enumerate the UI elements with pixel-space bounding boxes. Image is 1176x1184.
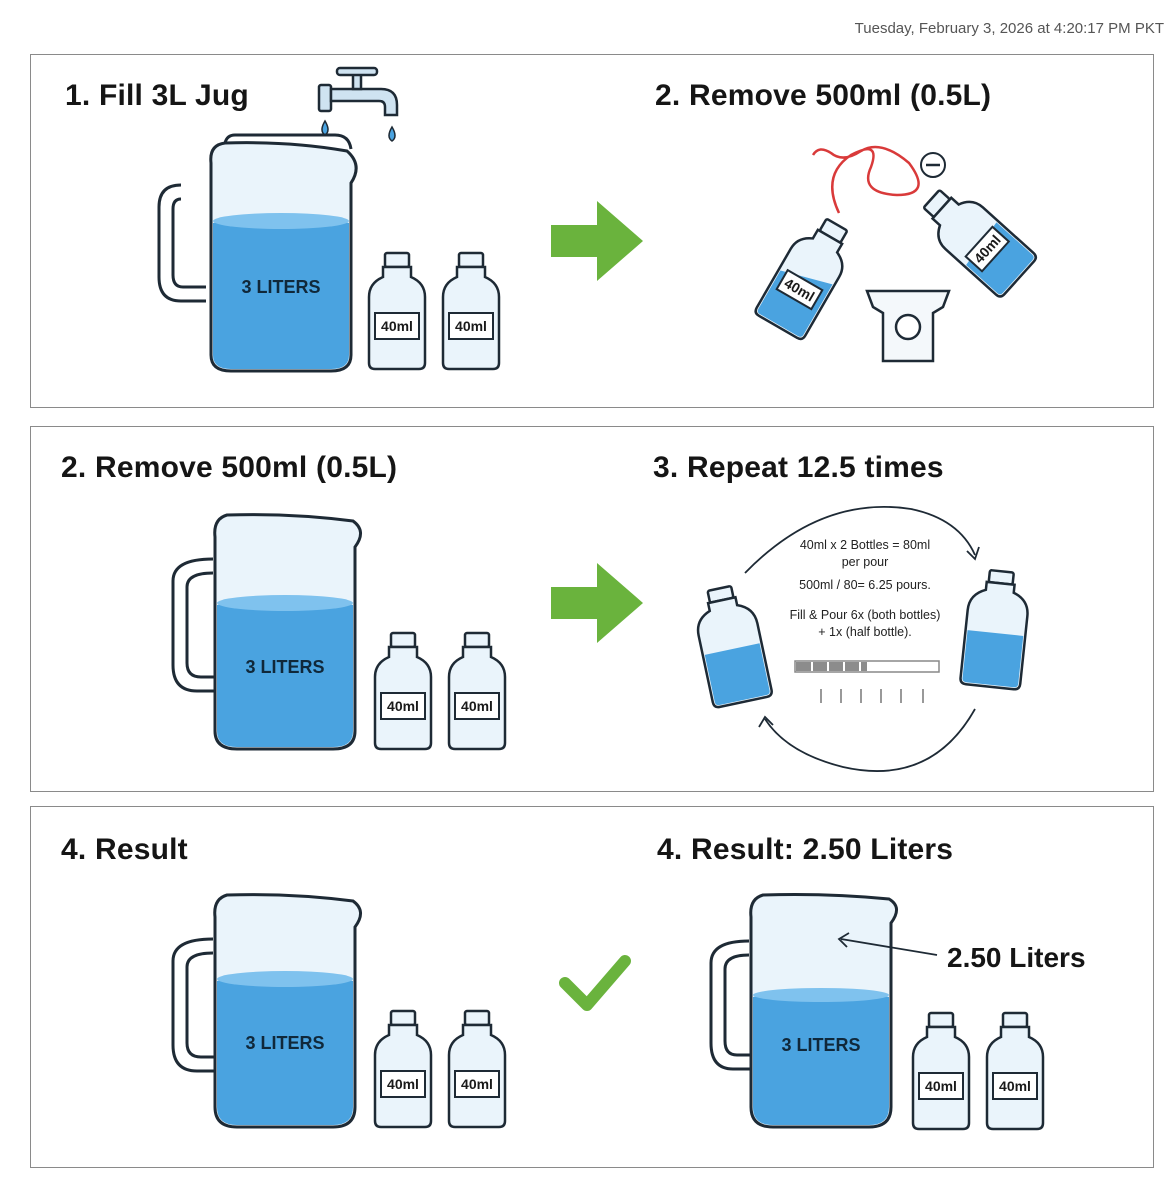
- result-callout: 2.50 Liters: [947, 942, 1086, 973]
- bottle-label: 40ml: [461, 1076, 493, 1092]
- panel-2-right-title: 3. Repeat 12.5 times: [653, 451, 944, 484]
- next-step-arrow-icon: [551, 201, 643, 281]
- panel-3-illustration: 3 LITERS 40ml 40ml 3 LITERS 2.50 L: [171, 893, 1086, 1131]
- step-panel-2: 2. Remove 500ml (0.5L) 3. Repeat 12.5 ti…: [30, 426, 1154, 792]
- bottle-label: 40ml: [925, 1078, 957, 1094]
- panel-3-left-title: 4. Result: [61, 833, 188, 866]
- panel-3-right-title: 4. Result: 2.50 Liters: [657, 833, 954, 866]
- bottle-icon: 40ml: [367, 251, 427, 371]
- cycle-note: 500ml / 80= 6.25 pours.: [799, 578, 931, 592]
- cycle-note: per pour: [842, 555, 889, 569]
- bottle-icon: 40ml: [911, 1011, 971, 1131]
- panel-1-right-title: 2. Remove 500ml (0.5L): [655, 79, 992, 112]
- next-step-arrow-icon: [551, 563, 643, 643]
- jug-label: 3 LITERS: [241, 277, 320, 297]
- cycle-note: + 1x (half bottle).: [818, 625, 911, 639]
- bottle-icon: 40ml: [441, 251, 501, 371]
- bottle-label: 40ml: [999, 1078, 1031, 1094]
- bottle-icon: [959, 569, 1029, 691]
- jug-icon: 3 LITERS: [157, 133, 358, 373]
- arrowhead-icon: [966, 546, 980, 561]
- bottle-icon: [696, 585, 773, 709]
- arrowhead-icon: [758, 715, 774, 728]
- timestamp: Tuesday, February 3, 2026 at 4:20:17 PM …: [854, 20, 1164, 37]
- jug-icon: 3 LITERS: [171, 513, 362, 751]
- panel-2-left-title: 2. Remove 500ml (0.5L): [61, 451, 398, 484]
- funnel-icon: [865, 289, 951, 363]
- bottle-icon: 40ml: [373, 631, 433, 751]
- pour-path-line: [811, 145, 920, 214]
- callout-arrow: [840, 938, 938, 956]
- panel-1-left-title: 1. Fill 3L Jug: [65, 79, 249, 112]
- jug-label: 3 LITERS: [781, 1035, 860, 1055]
- jug-label: 3 LITERS: [245, 1033, 324, 1053]
- bottle-icon: 40ml: [923, 189, 1038, 298]
- jug-icon: 3 LITERS: [171, 893, 362, 1129]
- cycle-arrow-top: [744, 505, 976, 574]
- step-panel-1: 1. Fill 3L Jug 2. Remove 500ml (0.5L) 3 …: [30, 54, 1154, 408]
- bottle-label: 40ml: [387, 1076, 419, 1092]
- minus-icon: [920, 152, 946, 178]
- water-drop-icon: [321, 119, 396, 142]
- cycle-arrow-bottom: [764, 708, 976, 772]
- bottle-label: 40ml: [381, 318, 413, 334]
- bottle-icon: 40ml: [985, 1011, 1045, 1131]
- bottle-icon: 40ml: [754, 218, 848, 341]
- checkmark-icon: [559, 955, 631, 1011]
- step-panel-3: 4. Result 4. Result: 2.50 Liters 3 LITER…: [30, 806, 1154, 1168]
- bottle-icon: 40ml: [373, 1009, 433, 1129]
- bottle-label: 40ml: [387, 698, 419, 714]
- bottle-icon: 40ml: [447, 631, 507, 751]
- jug-icon: 3 LITERS: [709, 893, 898, 1129]
- pour-tick-marks: [820, 689, 924, 703]
- bottle-icon: 40ml: [447, 1009, 507, 1129]
- panel-2-illustration: 3 LITERS 40ml 40ml 40ml x 2 Bottles = 80…: [171, 505, 1029, 772]
- jug-label: 3 LITERS: [245, 657, 324, 677]
- pour-progress-bar: [794, 660, 940, 673]
- panel-1-illustration: 3 LITERS 40ml 40ml 40ml: [157, 66, 1038, 373]
- cycle-note: Fill & Pour 6x (both bottles): [790, 608, 941, 622]
- arrowhead-icon: [837, 932, 850, 948]
- faucet-icon: [317, 66, 399, 117]
- bottle-label: 40ml: [455, 318, 487, 334]
- bottle-label: 40ml: [461, 698, 493, 714]
- cycle-note: 40ml x 2 Bottles = 80ml: [800, 538, 930, 552]
